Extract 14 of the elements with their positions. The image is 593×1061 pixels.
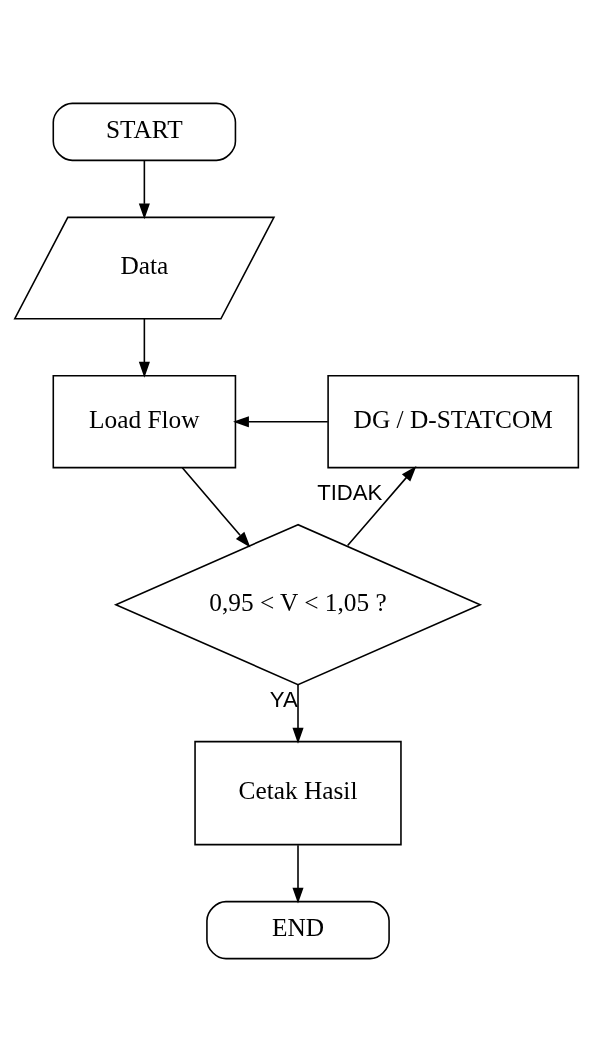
arrow: [233, 415, 329, 427]
arrow: [138, 317, 150, 378]
node-box: Load Flow: [52, 374, 237, 468]
arrow: [292, 683, 304, 744]
edge-label: TIDAK: [317, 479, 383, 505]
node-box: DG / D-STATCOM: [327, 374, 580, 468]
node-box: END: [206, 900, 390, 959]
arrow: [138, 159, 150, 219]
node-diamond: 0,95 < V < 1,05 ?: [113, 523, 483, 685]
arrow: [292, 844, 304, 904]
node-box: Cetak Hasil: [194, 740, 402, 845]
arrow: [346, 465, 417, 546]
node-box: START: [52, 102, 237, 161]
arrow: [181, 466, 251, 547]
